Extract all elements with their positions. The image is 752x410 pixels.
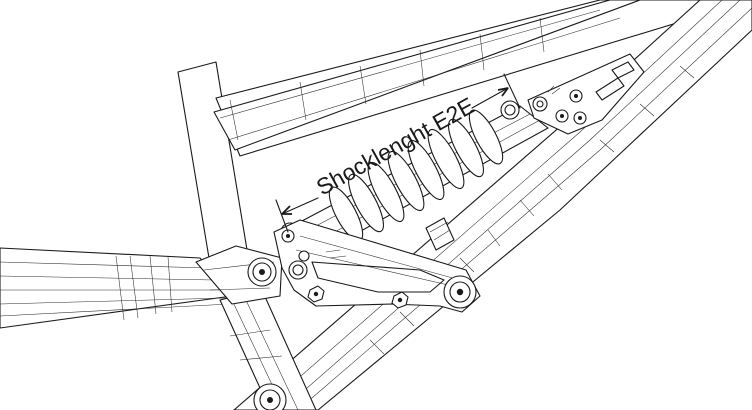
top-tube xyxy=(213,0,752,157)
bottom-pivot xyxy=(253,383,287,410)
spring-coils xyxy=(328,109,504,242)
rocker-link xyxy=(273,219,481,313)
down-tube xyxy=(233,0,752,410)
chainstay xyxy=(0,247,233,329)
hex-bolts xyxy=(307,285,409,309)
shock-absorber xyxy=(280,100,549,251)
dimension-line xyxy=(275,73,521,233)
lower-pivot xyxy=(195,245,283,305)
upper-shock-mount xyxy=(527,53,645,135)
